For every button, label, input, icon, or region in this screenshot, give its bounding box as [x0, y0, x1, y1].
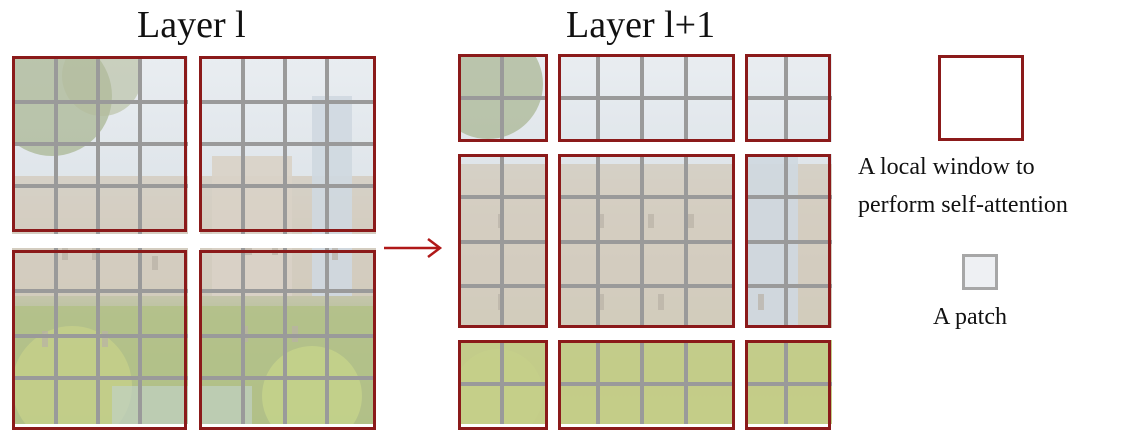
window-l1-r2-c3 [745, 154, 831, 328]
window-l1-r1-c1 [458, 54, 548, 142]
window-l1-r2-c1 [458, 154, 548, 328]
layer-l-title: Layer l [137, 4, 246, 46]
window-l-top-right [199, 56, 376, 232]
window-l1-r3-c1 [458, 340, 548, 430]
legend-patch-label: A patch [933, 304, 1007, 330]
window-l1-r1-c3 [745, 54, 831, 142]
legend-window-line-1: A local window to [858, 154, 1035, 180]
window-l-bottom-left [12, 250, 187, 430]
legend-window-swatch [938, 55, 1024, 141]
right-arrow-icon [384, 238, 443, 258]
layer-l-plus-1-image [458, 54, 832, 424]
window-l-top-left [12, 56, 187, 232]
layer-l-image [12, 56, 376, 424]
legend-window-line-2: perform self-attention [858, 192, 1068, 218]
legend-window-label: A local window to perform self-attention [858, 148, 1118, 224]
window-l-bottom-right [199, 250, 376, 430]
window-l1-r3-c3 [745, 340, 831, 430]
window-l1-r1-c2 [558, 54, 735, 142]
legend-patch-swatch [962, 254, 998, 290]
window-l1-r3-c2 [558, 340, 735, 430]
window-l1-r2-c2 [558, 154, 735, 328]
layer-l-plus-1-title: Layer l+1 [566, 4, 716, 46]
